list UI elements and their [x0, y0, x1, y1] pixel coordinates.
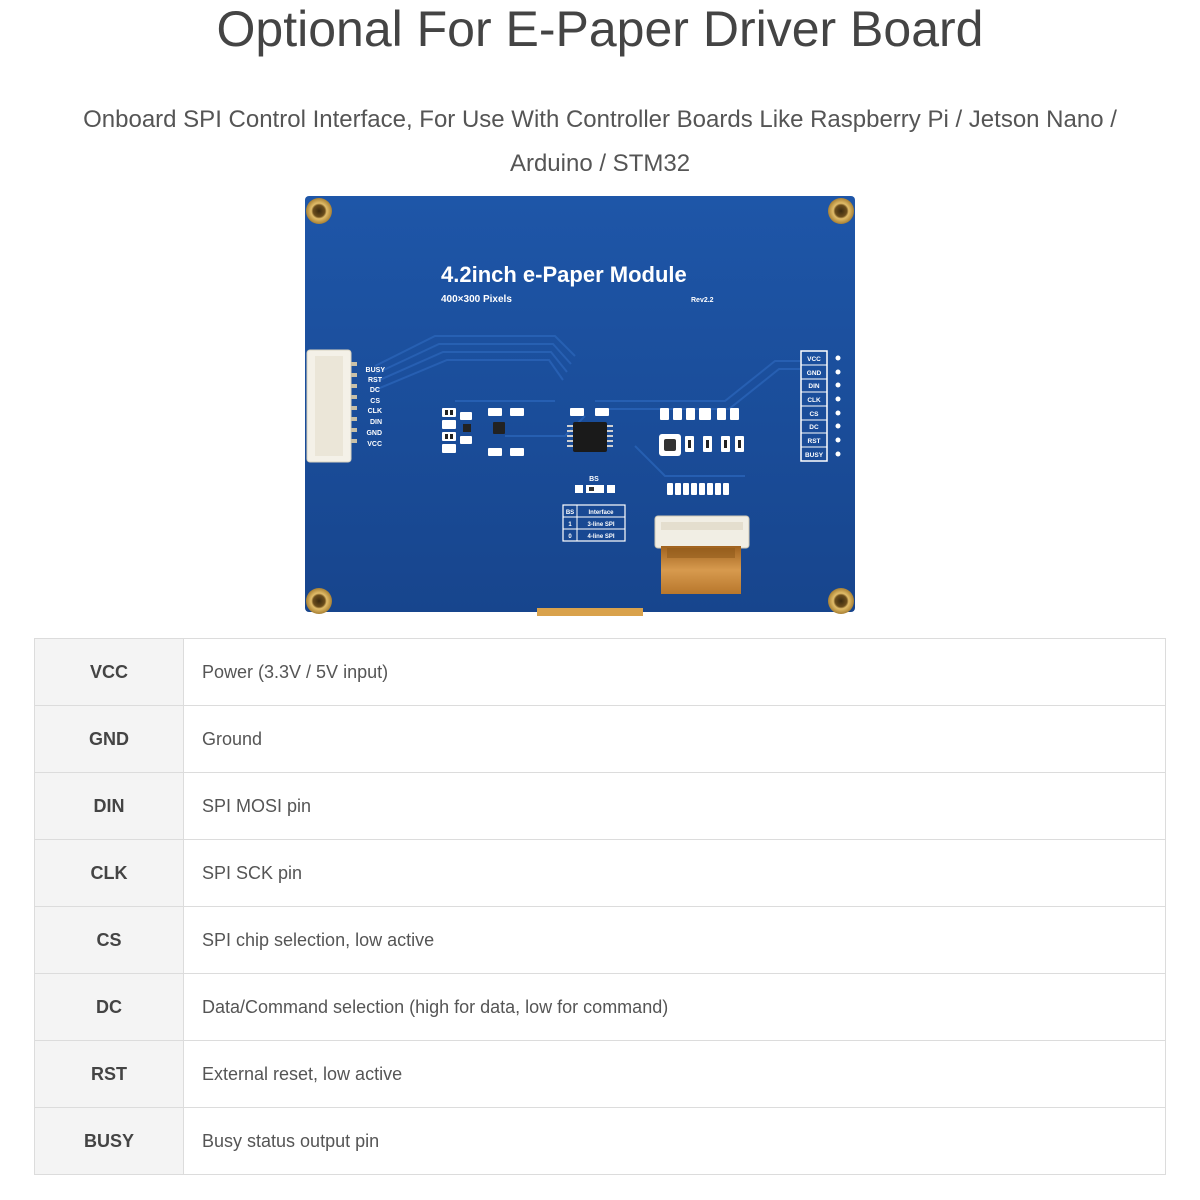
iface-row2-mode: 4-line SPI	[587, 534, 614, 540]
left-label-gnd: GND	[366, 430, 382, 437]
right-label-vcc: VCC	[807, 356, 821, 363]
subtitle-line-1: Onboard SPI Control Interface, For Use W…	[83, 106, 1117, 133]
bs-selector: BS	[575, 476, 615, 493]
left-header-labels: BUSY RST DC CS CLK DIN GND VCC	[366, 367, 386, 448]
right-label-rst: RST	[808, 438, 821, 445]
right-label-din: DIN	[808, 383, 820, 390]
left-label-din: DIN	[370, 419, 382, 426]
left-label-dc: DC	[370, 387, 380, 394]
left-label-vcc: VCC	[367, 441, 382, 448]
pcb-body	[305, 196, 855, 612]
pin-name-cell: DIN	[34, 772, 184, 840]
left-label-busy: BUSY	[366, 367, 386, 374]
pin-description-cell: SPI MOSI pin	[183, 772, 1166, 840]
right-label-cs: CS	[809, 411, 819, 418]
pin-name-cell: CLK	[34, 839, 184, 907]
pin-description-cell: Busy status output pin	[183, 1107, 1166, 1175]
left-connector	[306, 349, 357, 463]
epaper-board-image: 4.2inch e-Paper Module 400×300 Pixels Re…	[305, 196, 855, 616]
left-label-rst: RST	[368, 377, 383, 384]
module-revision: Rev2.2	[691, 297, 714, 304]
iface-row2-bs: 0	[568, 534, 572, 540]
iface-row1-mode: 3-line SPI	[587, 522, 614, 528]
bs-label: BS	[589, 476, 599, 483]
right-label-clk: CLK	[807, 397, 821, 404]
ic-chip	[567, 408, 613, 452]
pin-name-cell: RST	[34, 1040, 184, 1108]
mounting-holes	[306, 198, 854, 614]
pin-name-cell: VCC	[34, 638, 184, 706]
pin-description-cell: Power (3.3V / 5V input)	[183, 638, 1166, 706]
left-label-cs: CS	[370, 398, 380, 405]
right-label-busy: BUSY	[805, 452, 824, 459]
pin-description-cell: SPI chip selection, low active	[183, 906, 1166, 974]
iface-header-bs: BS	[566, 510, 574, 516]
subtitle-line-2: Arduino / STM32	[509, 150, 691, 177]
left-label-clk: CLK	[368, 408, 382, 415]
module-resolution: 400×300 Pixels	[441, 294, 512, 305]
right-label-dc: DC	[809, 424, 819, 431]
pin-name-cell: GND	[34, 705, 184, 773]
pin-description-cell: Data/Command selection (high for data, l…	[183, 973, 1166, 1041]
pin-name-cell: CS	[34, 906, 184, 974]
pin-name-cell: BUSY	[34, 1107, 184, 1175]
module-title: 4.2inch e-Paper Module	[441, 262, 687, 287]
page-subtitle: Onboard SPI Control Interface, For Use W…	[20, 98, 1180, 186]
pin-description-cell: SPI SCK pin	[183, 839, 1166, 907]
right-label-gnd: GND	[807, 370, 822, 377]
iface-row1-bs: 1	[568, 522, 572, 528]
pin-description-cell: Ground	[183, 705, 1166, 773]
pin-description-cell: External reset, low active	[183, 1040, 1166, 1108]
iface-header-interface: Interface	[588, 510, 614, 516]
fpc-connector	[654, 515, 750, 594]
pin-name-cell: DC	[34, 973, 184, 1041]
smd-components-right	[659, 408, 744, 495]
interface-table-silkscreen: BS Interface 1 3-line SPI 0 4-line SPI	[562, 504, 626, 542]
page-title: Optional For E-Paper Driver Board	[216, 1, 984, 57]
right-header: VCC GND DIN CLK CS DC RST BUSY	[800, 350, 841, 462]
